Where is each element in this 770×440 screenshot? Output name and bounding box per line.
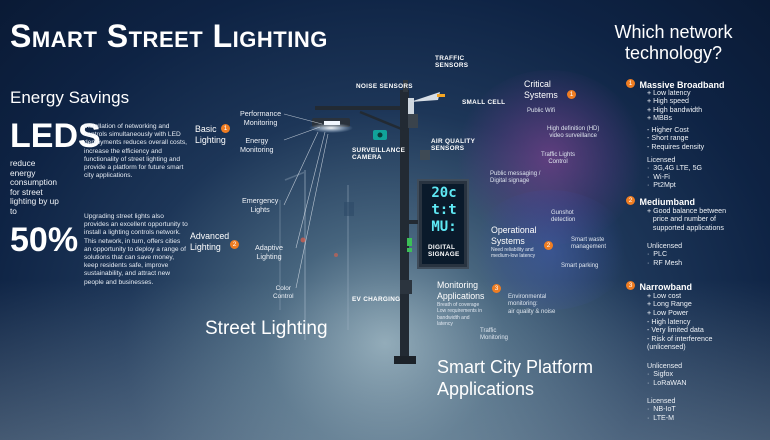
emergency-lights-label: Emergency Lights	[242, 196, 279, 214]
public-wifi-label: Public Wifi	[527, 108, 556, 114]
massive-broadband-title: Massive Broadband	[639, 80, 725, 90]
mediumband-number-badge: 2	[626, 196, 635, 206]
smart-parking-label: Smart parking	[561, 263, 599, 269]
gunshot-detection-label: Gunshot detection	[551, 210, 576, 224]
environmental-monitoring-label: Environmental monitoring: air quality & …	[508, 294, 556, 315]
traffic-lights-control-label: Traffic Lights Control	[541, 152, 576, 166]
energy-paragraph-1: Installation of networking and controls …	[84, 123, 187, 180]
monitoring-applications-label: Monitoring Applications	[437, 280, 485, 301]
narrowband-section: 3 Narrowband	[626, 277, 692, 295]
energy-paragraph-2: Upgrading street lights also provides an…	[84, 213, 188, 286]
monitoring-applications-number-badge: 3	[492, 284, 501, 293]
advanced-lighting-number-badge: 2	[230, 240, 239, 249]
network-technology-heading: Which network technology?	[614, 22, 733, 63]
narrowband-licensed: Licensed · NB-IoT · LTE-M	[647, 397, 676, 422]
purple-glow	[455, 70, 645, 245]
street-light-pole	[309, 80, 469, 364]
mediumband-unlicensed: Unlicensed · PLC · RF Mesh	[647, 242, 683, 267]
energy-savings-heading: Energy Savings	[10, 88, 130, 107]
background-poles	[279, 170, 354, 340]
narrowband-pros: + Low cost + Long Range + Low Power	[647, 292, 692, 317]
street-lighting-heading: Street Lighting	[205, 318, 328, 339]
basic-lighting-number-badge: 1	[221, 124, 230, 133]
energy-monitoring-label: Energy Monitoring	[240, 136, 274, 154]
percent-value: 50%	[10, 221, 79, 259]
mediumband-pros: + Good balance between price and number …	[647, 207, 727, 232]
massive-broadband-cons: - Higher Cost - Short range - Requires d…	[647, 126, 705, 151]
narrowband-cons: - High latency - Very limited data - Ris…	[647, 318, 713, 352]
mediumband-title: Mediumband	[639, 197, 695, 207]
monitoring-applications-sub: Breath of coverage Low requirements in b…	[437, 302, 483, 328]
traffic-monitoring-label: Traffic Monitoring	[480, 328, 509, 342]
narrowband-title: Narrowband	[639, 282, 692, 292]
page-title: Smart Street Lighting	[10, 18, 328, 54]
performance-monitoring-label: Performance Monitoring	[240, 109, 282, 127]
narrowband-unlicensed: Unlicensed · Sigfox · LoRaWAN	[647, 362, 687, 387]
basic-lighting-label: Basic Lighting	[195, 124, 226, 145]
critical-systems-number-badge: 1	[567, 90, 576, 99]
narrowband-number-badge: 3	[626, 281, 635, 291]
massive-broadband-licensed: Licensed · 3G,4G LTE, 5G · Wi-Fi · Pt2Mp…	[647, 156, 703, 190]
massive-broadband-pros: + Low latency + High speed + High bandwi…	[647, 89, 703, 123]
air-quality-sensors-label: AIR QUALITY SENSORS	[431, 138, 476, 152]
operational-systems-sub: Need reliability and medium-low latency	[491, 247, 536, 260]
smart-waste-label: Smart waste management	[571, 237, 607, 251]
digital-sign-text: 20c t:t MU:	[431, 185, 457, 235]
adaptive-lighting-label: Adaptive Lighting	[255, 243, 283, 261]
color-control-label: Color Control	[273, 285, 294, 300]
advanced-lighting-label: Advanced Lighting	[190, 231, 230, 252]
small-cell-label: SMALL CELL	[462, 99, 506, 106]
ev-charging-label: EV CHARGING	[352, 296, 401, 303]
digital-signage-label: DIGITAL SIGNAGE	[428, 244, 460, 258]
platform-applications-heading: Smart City Platform Applications	[437, 357, 594, 399]
critical-systems-label: Critical Systems	[524, 79, 558, 100]
fog-band	[0, 280, 770, 440]
operational-systems-number-badge: 2	[544, 241, 553, 250]
noise-sensors-label: NOISE SENSORS	[356, 83, 413, 90]
hd-video-label: High definition (HD) video surveillance	[547, 126, 600, 140]
massive-broadband-section: 1 Massive Broadband	[626, 75, 724, 93]
public-messaging-label: Public messaging / Digital signage	[490, 171, 541, 185]
surveillance-camera-label: SURVEILLANCE CAMERA	[352, 147, 406, 161]
mediumband-section: 2 Mediumband	[626, 192, 695, 210]
leds-label: LEDS	[10, 117, 101, 155]
massive-broadband-number-badge: 1	[626, 79, 635, 89]
leds-reduce-text: reduce energy consumption for street lig…	[10, 158, 59, 216]
operational-systems-label: Operational Systems	[491, 225, 537, 246]
lighting-leader-lines	[283, 113, 329, 289]
traffic-sensors-label: TRAFFIC SENSORS	[435, 55, 469, 69]
